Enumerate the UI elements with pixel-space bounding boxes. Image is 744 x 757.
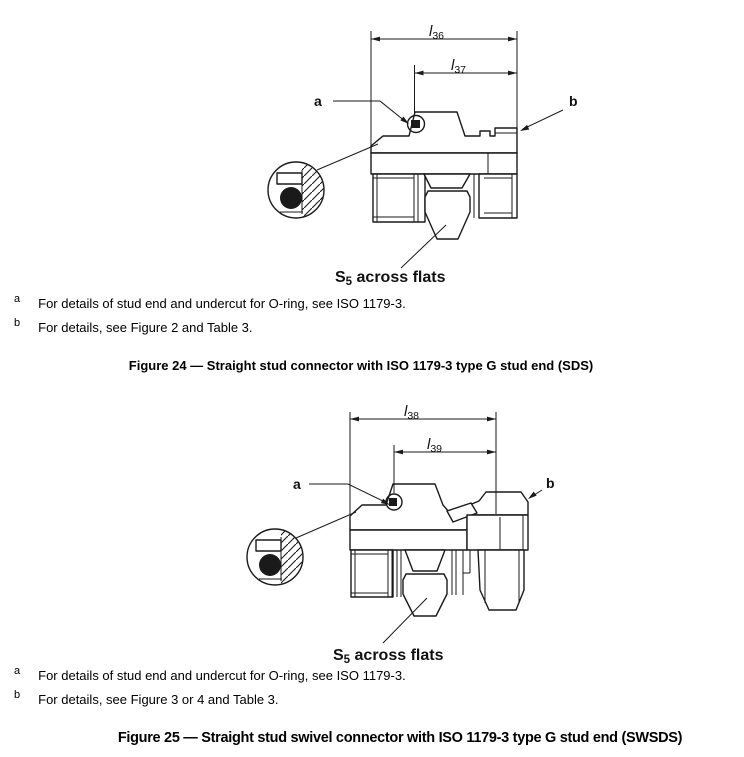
across-flats-annotation: S5 across flats (335, 224, 447, 288)
across-flats-label: S5 across flats (335, 269, 446, 288)
dim-label-l37: l37 (451, 57, 466, 76)
callout-b-label: b (546, 475, 555, 491)
callout-b-label: b (569, 93, 578, 109)
o-ring-on-body (385, 493, 403, 511)
hex-nut-front (423, 173, 471, 240)
o-ring-detail-circle (267, 143, 379, 219)
o-ring-cross-section (259, 554, 281, 576)
footnote-24-a: a For details of stud end and undercut fo… (14, 293, 406, 311)
left-threaded-stud (372, 173, 426, 223)
hex-nut-front (402, 549, 448, 617)
swivel-connector-body (349, 483, 529, 617)
figure-25-caption: Figure 25 — Straight stud swivel connect… (117, 730, 683, 746)
o-ring-detail-circle (246, 511, 357, 586)
dim-label-l36: l36 (429, 23, 444, 42)
callout-a-label: a (314, 93, 322, 109)
footnote-text: For details, see Figure 3 or 4 and Table… (38, 692, 279, 707)
footnote-marker: a (14, 665, 21, 677)
callout-a: a (314, 93, 409, 124)
sectioned-hex-band (370, 111, 518, 154)
dim-label-l39: l39 (427, 436, 442, 455)
footnote-marker: a (14, 293, 21, 305)
connector-body (370, 111, 518, 240)
dimension-l38: l38 (349, 403, 497, 514)
footnote-text: For details, see Figure 2 and Table 3. (38, 320, 253, 335)
figure-24-caption: Figure 24 — Straight stud connector with… (128, 358, 594, 373)
dimension-l37: l37 (414, 57, 517, 113)
footnote-25-b: b For details, see Figure 3 or 4 and Tabl… (14, 689, 279, 707)
footnote-marker: b (14, 317, 21, 329)
swivel-nut-front (477, 549, 525, 611)
callout-b: b (528, 475, 555, 499)
o-ring-on-body (406, 114, 426, 134)
figure-24-drawing: l36 l37 a b (267, 23, 578, 288)
left-threaded-stud (350, 549, 402, 598)
footnote-25-a: a For details of stud end and undercut fo… (14, 665, 406, 683)
dim-label-l38: l38 (404, 403, 419, 422)
dimension-l36: l36 (370, 23, 518, 146)
dimension-l39: l39 (393, 436, 496, 493)
footnote-text: For details of stud end and undercut for… (38, 668, 406, 683)
callout-b: b (520, 93, 578, 131)
callout-a: a (293, 476, 390, 505)
across-flats-annotation: S5 across flats (333, 597, 444, 666)
spacer-lines (451, 550, 471, 595)
footnote-marker: b (14, 689, 21, 701)
right-threaded-stud (473, 173, 518, 219)
callout-a-label: a (293, 476, 301, 492)
o-ring-cross-section (280, 187, 302, 209)
figure-25-drawing: l38 l39 a b (246, 403, 555, 666)
footnote-24-b: b For details, see Figure 2 and Table 3. (14, 317, 253, 335)
across-flats-label: S5 across flats (333, 647, 444, 666)
footnote-text: For details of stud end and undercut for… (38, 296, 406, 311)
